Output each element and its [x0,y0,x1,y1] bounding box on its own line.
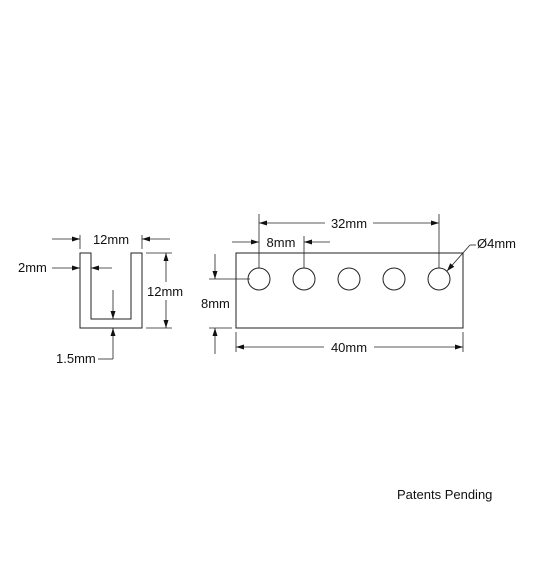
arrow-span-right [431,220,439,226]
hole-4 [382,267,406,291]
wall-thickness-label: 2mm [18,260,47,275]
arrow-width-left [72,236,80,242]
hole-3 [337,267,361,291]
arrow-height-top [163,253,169,261]
base-thickness-label: 1.5mm [56,351,96,366]
channel-width-label: 12mm [93,232,129,247]
patents-pending-note: Patents Pending [397,487,492,502]
bar-height-label: 8mm [201,296,230,311]
arrow-base-bottom [110,328,116,336]
bar-top-view: 32mm 8mm Ø4mm 8mm 40mm [201,214,516,355]
channel-height-label: 12mm [147,284,183,299]
hole-2 [292,267,316,291]
arrow-wall-right [91,265,99,271]
arrow-width-right [142,236,150,242]
hole-pitch-label: 8mm [267,235,296,250]
arrow-length-left [236,344,244,350]
arrow-wall-left [72,265,80,271]
arrow-bar-height-top [212,271,218,279]
bar-length-label: 40mm [331,340,367,355]
arrow-hole-diameter [447,263,455,271]
channel-outline [79,252,143,329]
arrow-pitch-left [251,239,259,245]
arrow-pitch-right [304,239,312,245]
arrow-bar-height-bottom [212,328,218,336]
hole-5 [427,267,451,291]
hole-diameter-label: Ø4mm [477,236,516,251]
bar-outline [235,252,464,329]
arrow-base-top [110,311,116,319]
arrow-span-left [259,220,267,226]
hole-span-label: 32mm [331,216,367,231]
hole-1 [247,267,271,291]
arrow-length-right [455,344,463,350]
arrow-height-bottom [163,320,169,328]
channel-profile-view: 12mm 2mm 12mm 1.5mm [18,232,183,366]
